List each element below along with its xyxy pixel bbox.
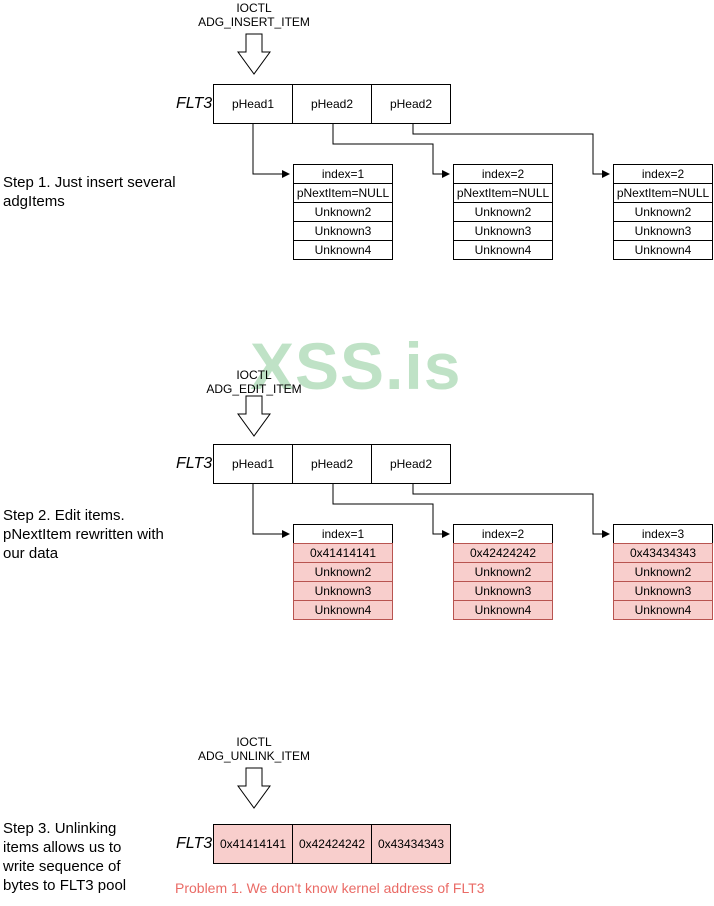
- item-pnext: 0x43434343: [613, 543, 713, 563]
- ioctl-line2: ADG_INSERT_ITEM: [198, 15, 310, 29]
- step2-description: Step 2. Edit items. pNextItem rewritten …: [3, 507, 164, 562]
- pool-cell: 0x41414141: [213, 824, 293, 864]
- item-index: index=2: [453, 164, 553, 184]
- item-unknown4: Unknown4: [293, 600, 393, 620]
- item-index: index=2: [613, 164, 713, 184]
- step2-item-1: index=1 0x41414141 Unknown2 Unknown3 Unk…: [293, 524, 393, 620]
- head-cell: pHead1: [213, 444, 293, 484]
- ioctl-line1: IOCTL: [236, 735, 272, 749]
- item-unknown3: Unknown3: [453, 221, 553, 241]
- item-unknown4: Unknown4: [453, 600, 553, 620]
- item-index: index=3: [613, 524, 713, 544]
- down-arrow-icon: [237, 395, 271, 437]
- item-unknown2: Unknown2: [453, 562, 553, 582]
- item-unknown4: Unknown4: [613, 240, 713, 260]
- connector-head1-item1: [252, 484, 290, 538]
- item-pnext: pNextItem=NULL: [293, 183, 393, 203]
- connector-head2-item2: [332, 124, 450, 178]
- down-arrow-icon: [237, 767, 271, 809]
- head-cell: pHead2: [292, 84, 372, 124]
- step3-description: Step 3. Unlinking items allows us to wri…: [3, 820, 127, 894]
- item-pnext: pNextItem=NULL: [613, 183, 713, 203]
- item-unknown3: Unknown3: [293, 581, 393, 601]
- ioctl-line2: ADG_EDIT_ITEM: [206, 382, 302, 396]
- head-cell: pHead1: [213, 84, 293, 124]
- item-pnext: 0x41414141: [293, 543, 393, 563]
- step1-item-3: index=2 pNextItem=NULL Unknown2 Unknown3…: [613, 164, 713, 260]
- item-unknown2: Unknown2: [453, 202, 553, 222]
- item-unknown3: Unknown3: [293, 221, 393, 241]
- head-cell: pHead2: [371, 444, 451, 484]
- step3-ioctl-label: IOCTL ADG_UNLINK_ITEM: [194, 735, 314, 763]
- item-unknown2: Unknown2: [293, 202, 393, 222]
- step1-head-row: pHead1 pHead2 pHead2: [213, 84, 451, 124]
- item-unknown2: Unknown2: [293, 562, 393, 582]
- step3-flt3-label: FLT3: [176, 835, 213, 852]
- watermark: XSS.is: [250, 329, 462, 403]
- step3-cell-row: 0x41414141 0x42424242 0x43434343: [213, 824, 451, 864]
- item-pnext: pNextItem=NULL: [453, 183, 553, 203]
- step1-ioctl-label: IOCTL ADG_INSERT_ITEM: [194, 1, 314, 29]
- step2-ioctl-label: IOCTL ADG_EDIT_ITEM: [194, 368, 314, 396]
- item-pnext: 0x42424242: [453, 543, 553, 563]
- step2-head-row: pHead1 pHead2 pHead2: [213, 444, 451, 484]
- item-unknown2: Unknown2: [613, 202, 713, 222]
- step2-item-3: index=3 0x43434343 Unknown2 Unknown3 Unk…: [613, 524, 713, 620]
- item-unknown3: Unknown3: [613, 581, 713, 601]
- item-unknown3: Unknown3: [453, 581, 553, 601]
- item-unknown4: Unknown4: [453, 240, 553, 260]
- head-cell: pHead2: [371, 84, 451, 124]
- item-index: index=1: [293, 164, 393, 184]
- head-cell: pHead2: [292, 444, 372, 484]
- step2-item-2: index=2 0x42424242 Unknown2 Unknown3 Unk…: [453, 524, 553, 620]
- connector-head1-item1: [252, 124, 290, 178]
- step2-flt3-label: FLT3: [176, 455, 213, 472]
- ioctl-line1: IOCTL: [236, 1, 272, 15]
- ioctl-line1: IOCTL: [236, 368, 272, 382]
- connector-head3-item3: [412, 484, 610, 538]
- pool-cell: 0x43434343: [371, 824, 451, 864]
- pool-cell: 0x42424242: [292, 824, 372, 864]
- ioctl-line2: ADG_UNLINK_ITEM: [197, 749, 311, 763]
- down-arrow-icon: [237, 33, 271, 75]
- connector-head2-item2: [332, 484, 450, 538]
- step1-item-1: index=1 pNextItem=NULL Unknown2 Unknown3…: [293, 164, 393, 260]
- item-unknown2: Unknown2: [613, 562, 713, 582]
- item-index: index=1: [293, 524, 393, 544]
- item-unknown4: Unknown4: [613, 600, 713, 620]
- connector-head3-item3: [412, 124, 610, 178]
- step1-description: Step 1. Just insert several adgItems: [3, 174, 176, 210]
- item-index: index=2: [453, 524, 553, 544]
- item-unknown3: Unknown3: [613, 221, 713, 241]
- step1-flt3-label: FLT3: [176, 95, 213, 112]
- item-unknown4: Unknown4: [293, 240, 393, 260]
- step1-item-2: index=2 pNextItem=NULL Unknown2 Unknown3…: [453, 164, 553, 260]
- problem-note: Problem 1. We don't know kernel address …: [175, 880, 485, 896]
